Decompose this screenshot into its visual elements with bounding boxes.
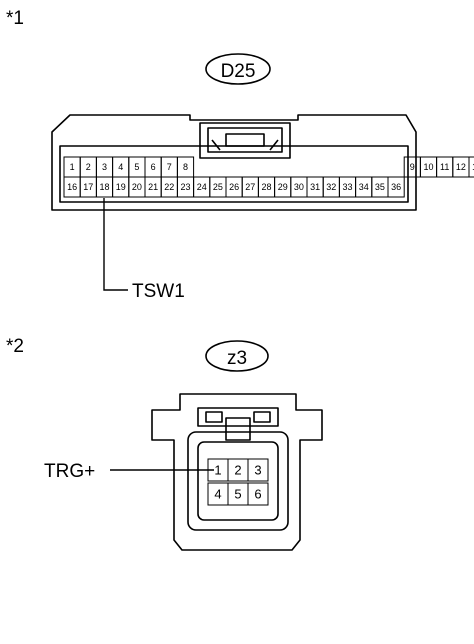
d25-pin-27: 27 — [245, 182, 255, 192]
d25-latch-tab — [225, 133, 265, 147]
z3-pin-4: 4 — [214, 487, 221, 502]
figure-1-marker: *1 — [6, 8, 24, 29]
d25-pin-13: 13 — [472, 162, 474, 172]
d25-latch-hooks — [211, 139, 279, 151]
z3-latch — [197, 407, 279, 427]
d25-pin-31: 31 — [310, 182, 320, 192]
z3-pin-6: 6 — [254, 487, 261, 502]
d25-pin-5: 5 — [134, 162, 139, 172]
d25-pin-24: 24 — [197, 182, 207, 192]
d25-pin-19: 19 — [116, 182, 126, 192]
d25-pin-1: 1 — [70, 162, 75, 172]
d25-pin-8: 8 — [183, 162, 188, 172]
d25-pin-6: 6 — [151, 162, 156, 172]
d25-latch-frame — [199, 122, 291, 159]
figure-2-marker: *2 — [6, 336, 24, 357]
d25-pin-20: 20 — [132, 182, 142, 192]
d25-pin-35: 35 — [375, 182, 385, 192]
d25-pin-29: 29 — [278, 182, 288, 192]
z3-label-oval — [205, 340, 269, 372]
d25-pin-25: 25 — [213, 182, 223, 192]
d25-pin-36: 36 — [391, 182, 401, 192]
d25-pin-21: 21 — [148, 182, 158, 192]
trg-callout: TRG+ — [44, 461, 95, 482]
tsw1-leader-line — [103, 198, 128, 291]
d25-label-oval — [205, 53, 271, 85]
z3-pin-6-cell — [247, 482, 269, 506]
d25-pin-26: 26 — [229, 182, 239, 192]
d25-housing — [51, 114, 417, 211]
z3-cavity-outer — [187, 431, 289, 531]
d25-pin-36-cell — [387, 176, 405, 198]
d25-pin-17: 17 — [83, 182, 93, 192]
d25-pin-7: 7 — [167, 162, 172, 172]
d25-pin-grid: 1234567891011121314151617181920212223242… — [63, 156, 474, 198]
z3-latch-clips — [205, 411, 271, 423]
z3-latch-center — [225, 417, 251, 441]
z3-pin-3: 3 — [254, 463, 261, 478]
z3-pin-1: 1 — [214, 463, 221, 478]
d25-pin-3: 3 — [102, 162, 107, 172]
d25-pin-2: 2 — [86, 162, 91, 172]
d25-pin-23: 23 — [180, 182, 190, 192]
d25-pin-18: 18 — [99, 182, 109, 192]
tsw1-callout: TSW1 — [132, 281, 185, 302]
z3-pin-2: 2 — [234, 463, 241, 478]
d25-pin-33: 33 — [342, 182, 352, 192]
z3-pin-5: 5 — [234, 487, 241, 502]
d25-pin-32: 32 — [326, 182, 336, 192]
d25-pin-22: 22 — [164, 182, 174, 192]
d25-pin-34: 34 — [359, 182, 369, 192]
z3-connector-label: z3 — [227, 348, 247, 369]
z3-pin-3-cell — [247, 458, 269, 482]
d25-latch-inner — [207, 127, 283, 153]
d25-pin-11: 11 — [440, 162, 449, 172]
d25-pin-10: 10 — [423, 162, 433, 172]
d25-pin-12: 12 — [456, 162, 466, 172]
d25-pin-13-cell — [468, 156, 474, 178]
z3-cavity-inner — [197, 441, 279, 521]
d25-connector-label: D25 — [221, 61, 256, 82]
d25-pin-28: 28 — [261, 182, 271, 192]
d25-pin-9: 9 — [410, 162, 415, 172]
d25-pin-30: 30 — [294, 182, 304, 192]
d25-pin-4: 4 — [118, 162, 123, 172]
z3-housing — [151, 393, 323, 551]
d25-pin-16: 16 — [67, 182, 77, 192]
